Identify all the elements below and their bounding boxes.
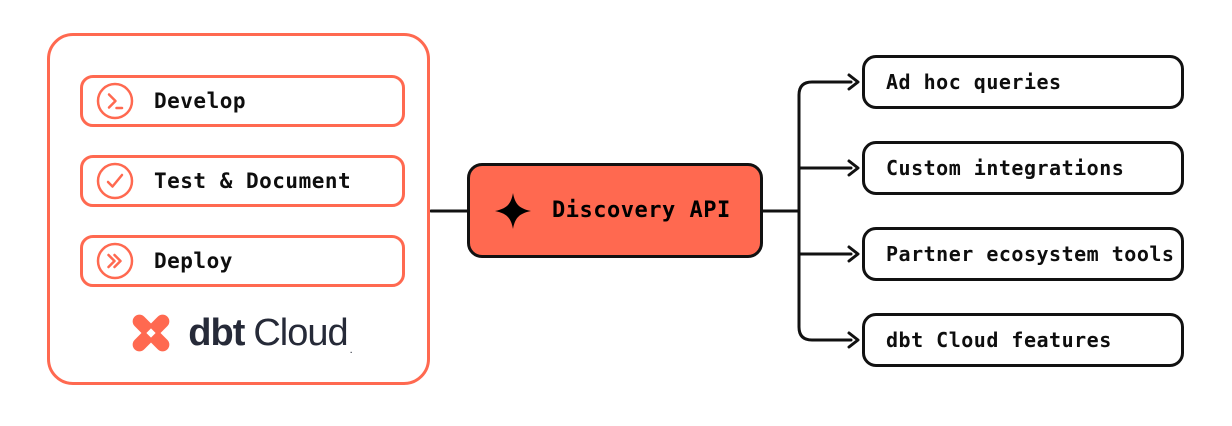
feature-box-test-document: Test & Document [80,155,405,207]
feature-label-develop: Develop [154,89,247,113]
output-label: Partner ecosystem tools [886,242,1175,266]
dbt-cloud-wordmark: dbt Cloud . [188,311,353,356]
arrowhead-1 [847,73,860,91]
arrowhead-2 [847,159,860,177]
output-box-ad-hoc-queries: Ad hoc queries [862,55,1184,109]
dbt-cloud-logo: dbt Cloud . [50,306,427,360]
dbt-logo-icon [132,314,170,352]
feature-label-test-document: Test & Document [154,169,352,193]
branch-top [797,80,853,213]
feature-label-deploy: Deploy [154,249,233,273]
branch-bottom [797,209,853,342]
double-chevron-icon [96,242,134,280]
feature-box-develop: Develop [80,75,405,127]
dbt-cloud-panel: Develop Test & Document Deploy [47,33,430,385]
check-circle-icon [96,162,134,200]
feature-box-deploy: Deploy [80,235,405,287]
logo-trademark-dot: . [349,343,353,356]
arrowhead-3 [847,245,860,263]
sparkle-icon [495,192,531,229]
output-label: dbt Cloud features [886,328,1112,352]
logo-text-dbt: dbt [188,311,245,354]
discovery-api-label: Discovery API [552,198,731,223]
output-label: Custom integrations [886,156,1125,180]
logo-text-cloud: Cloud [253,311,348,354]
output-box-partner-ecosystem-tools: Partner ecosystem tools [862,227,1184,281]
terminal-prompt-icon [96,82,134,120]
discovery-api-node: Discovery API [467,163,763,258]
output-box-custom-integrations: Custom integrations [862,141,1184,195]
output-label: Ad hoc queries [886,70,1062,94]
arrowhead-4 [847,331,860,349]
output-box-dbt-cloud-features: dbt Cloud features [862,313,1184,367]
